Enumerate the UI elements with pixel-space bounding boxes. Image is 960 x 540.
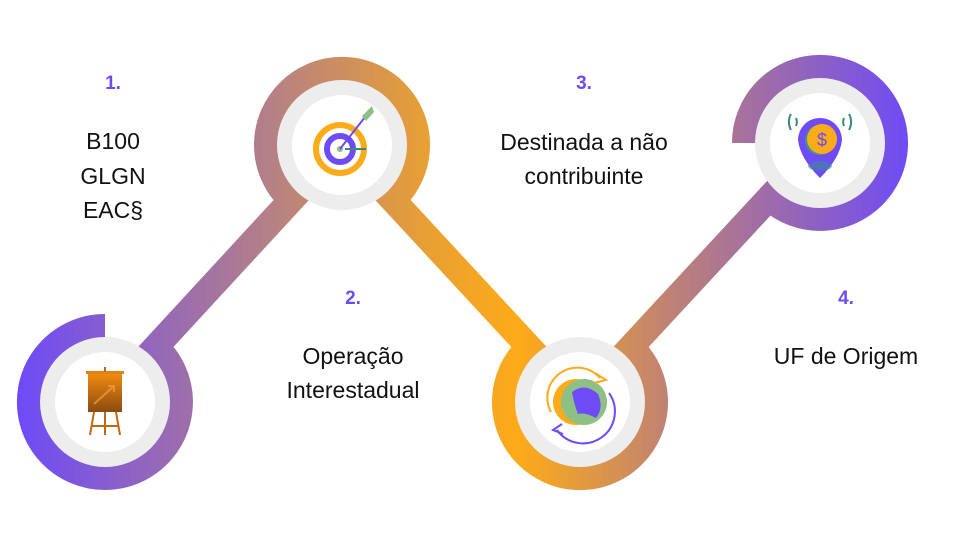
ring-step-1 — [16, 314, 193, 490]
globe-cycle-icon — [546, 366, 616, 445]
presentation-easel-icon — [86, 367, 124, 436]
target-arrow-icon — [313, 106, 374, 176]
step-1-line-3: EAC§ — [83, 197, 143, 223]
ring-step-2 — [254, 56, 430, 208]
step-2-number: 2. — [345, 288, 361, 309]
step-2-line-2: Interestadual — [287, 377, 420, 403]
step-3-line-1: Destinada a não — [500, 129, 668, 155]
step-3-number: 3. — [576, 73, 592, 94]
connector-lines — [95, 134, 830, 411]
step-1-line-2: GLGN — [80, 163, 145, 189]
ring-step-4 — [732, 54, 908, 231]
step-4-line-1: UF de Origem — [774, 343, 918, 369]
step-1-number: 1. — [105, 73, 121, 94]
step-4-number: 4. — [838, 288, 854, 309]
location-dollar-icon: $ — [787, 113, 853, 178]
svg-text:$: $ — [817, 130, 827, 150]
ring-step-3 — [492, 339, 668, 491]
step-2-line-1: Operação — [302, 343, 403, 369]
step-1-line-1: B100 — [86, 128, 140, 154]
step-3-line-2: contribuinte — [525, 163, 644, 189]
